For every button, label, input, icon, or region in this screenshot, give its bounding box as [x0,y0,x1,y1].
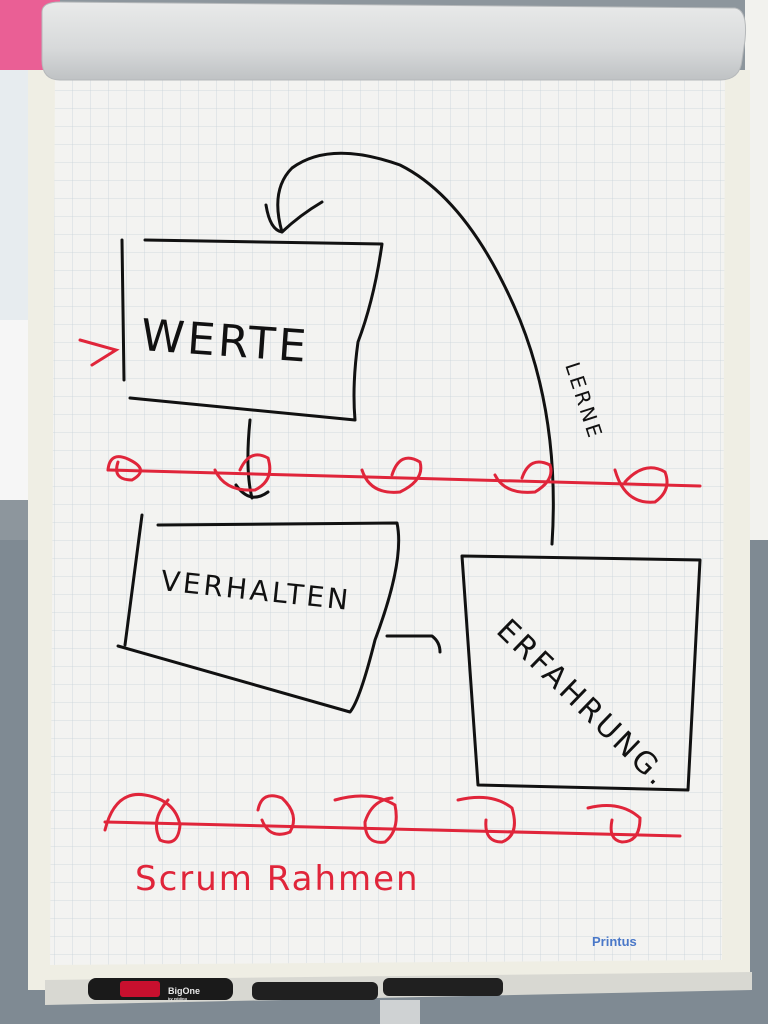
red-entry-arrow [78,338,120,367]
arrow-lerne-arc [276,151,555,546]
red-line-top [106,453,702,504]
paper-roll-top [41,1,746,81]
box-werte-left [120,238,126,382]
box-verhalten-left [123,513,144,647]
box-erfahrung [460,554,702,792]
easel-leg [380,1000,420,1024]
marker-bigone[interactable] [88,978,233,1000]
arrow-lerne-head [264,200,324,234]
marker-cap-band [120,981,160,997]
grid-pattern [50,70,725,965]
label-werte: WERTE [139,310,311,373]
marker-3[interactable] [383,978,503,996]
arrow-verhalten-erfahrung [385,634,442,654]
marker-label: BigOne [168,986,200,996]
caption-scrum-rahmen: Scrum Rahmen [135,859,420,899]
marker-2[interactable] [252,982,378,1000]
marker-sublabel: by edding [168,996,187,1001]
red-line-bottom [103,792,682,844]
brand-logo: Printus [592,934,637,949]
wall-paper-right [745,0,768,620]
box-werte [128,238,384,422]
box-verhalten [116,521,401,714]
